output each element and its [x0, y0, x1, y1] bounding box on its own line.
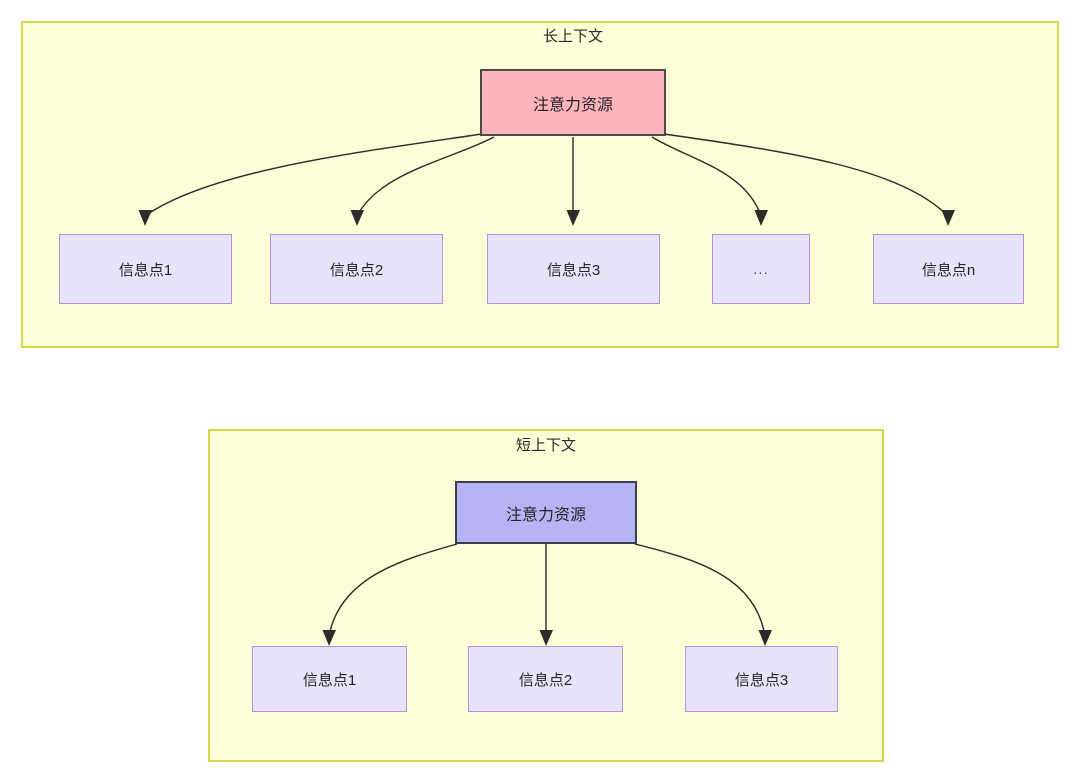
- node-info-point-long-n[interactable]: 信息点n: [873, 234, 1024, 304]
- group-short-context[interactable]: [208, 429, 884, 762]
- node-info-point-long-2[interactable]: 信息点2: [270, 234, 443, 304]
- node-attention-resource-short[interactable]: 注意力资源: [455, 481, 637, 544]
- node-info-point-short-3[interactable]: 信息点3: [685, 646, 838, 712]
- node-info-point-short-1[interactable]: 信息点1: [252, 646, 407, 712]
- node-info-point-long-ellipsis[interactable]: ...: [712, 234, 810, 304]
- group-short-context-title: 短上下文: [515, 437, 576, 454]
- node-info-point-short-2[interactable]: 信息点2: [468, 646, 623, 712]
- node-info-point-long-3[interactable]: 信息点3: [487, 234, 660, 304]
- node-attention-resource-long[interactable]: 注意力资源: [480, 69, 666, 136]
- group-long-context-title: 长上下文: [542, 28, 603, 45]
- node-info-point-long-1[interactable]: 信息点1: [59, 234, 232, 304]
